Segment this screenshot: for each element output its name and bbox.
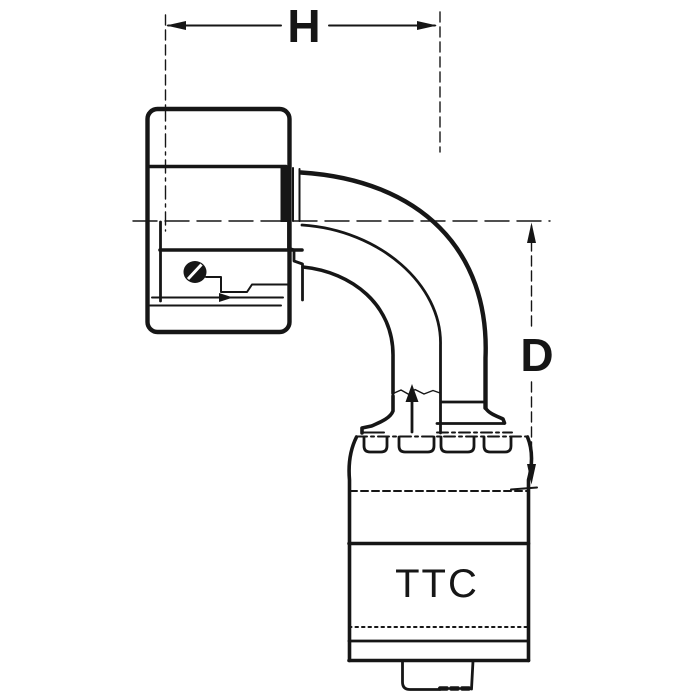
swivel-nut bbox=[145, 106, 304, 335]
elbow-outer-arc bbox=[298, 170, 488, 411]
crimp-notch-1 bbox=[362, 435, 389, 454]
crimp-notch-3 bbox=[439, 435, 476, 454]
nut-collar-bar bbox=[280, 166, 289, 222]
h-dim-arrow-left-icon bbox=[166, 21, 186, 30]
socket-marking: TTC bbox=[395, 562, 479, 606]
elbow-tube bbox=[298, 170, 513, 435]
insertion-arrow-up-icon bbox=[405, 384, 419, 402]
socket-side-left bbox=[347, 435, 359, 663]
elbow-inner-arc bbox=[301, 265, 395, 395]
hose-break-line bbox=[391, 388, 441, 396]
h-dimension-label: H bbox=[287, 0, 320, 52]
nut-thread-profile bbox=[205, 276, 289, 293]
crimp-notch-4 bbox=[482, 435, 513, 454]
socket-side-right bbox=[525, 435, 534, 663]
crimp-socket: TTC bbox=[347, 435, 534, 691]
d-dimension: D bbox=[510, 222, 554, 491]
d-dim-arrow-up-icon bbox=[527, 222, 536, 243]
tail-stub-left bbox=[401, 659, 442, 691]
nut-outline bbox=[145, 106, 292, 335]
d-dimension-label: D bbox=[520, 329, 553, 381]
section-arrow-right-icon bbox=[219, 293, 233, 302]
flange-outer-right bbox=[483, 406, 507, 425]
tube-nose-profile bbox=[287, 220, 304, 302]
bell-flare-left bbox=[360, 394, 395, 435]
d-dim-tick bbox=[510, 486, 538, 491]
crimp-notch-2 bbox=[397, 435, 436, 454]
tail-stub-right bbox=[470, 659, 475, 691]
oring-slash bbox=[186, 263, 203, 281]
h-dimension: H bbox=[164, 0, 441, 232]
elbow-middle-arc bbox=[300, 223, 442, 435]
h-dim-arrow-right-icon bbox=[417, 21, 437, 30]
